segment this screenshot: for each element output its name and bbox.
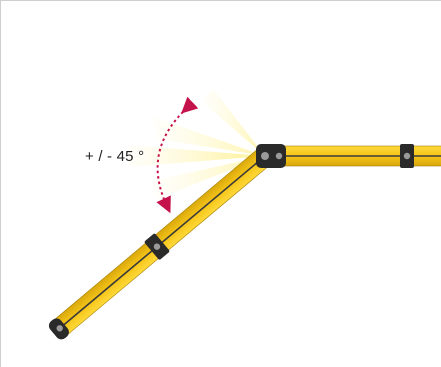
angle-label: + / - 45 ° — [85, 148, 145, 165]
pivot-joint-icon — [256, 144, 286, 168]
diagonal-rail — [48, 147, 272, 340]
light-beam-upper — [201, 89, 265, 156]
horizontal-rail — [272, 144, 441, 168]
rotation-arrow-icon — [156, 96, 199, 214]
